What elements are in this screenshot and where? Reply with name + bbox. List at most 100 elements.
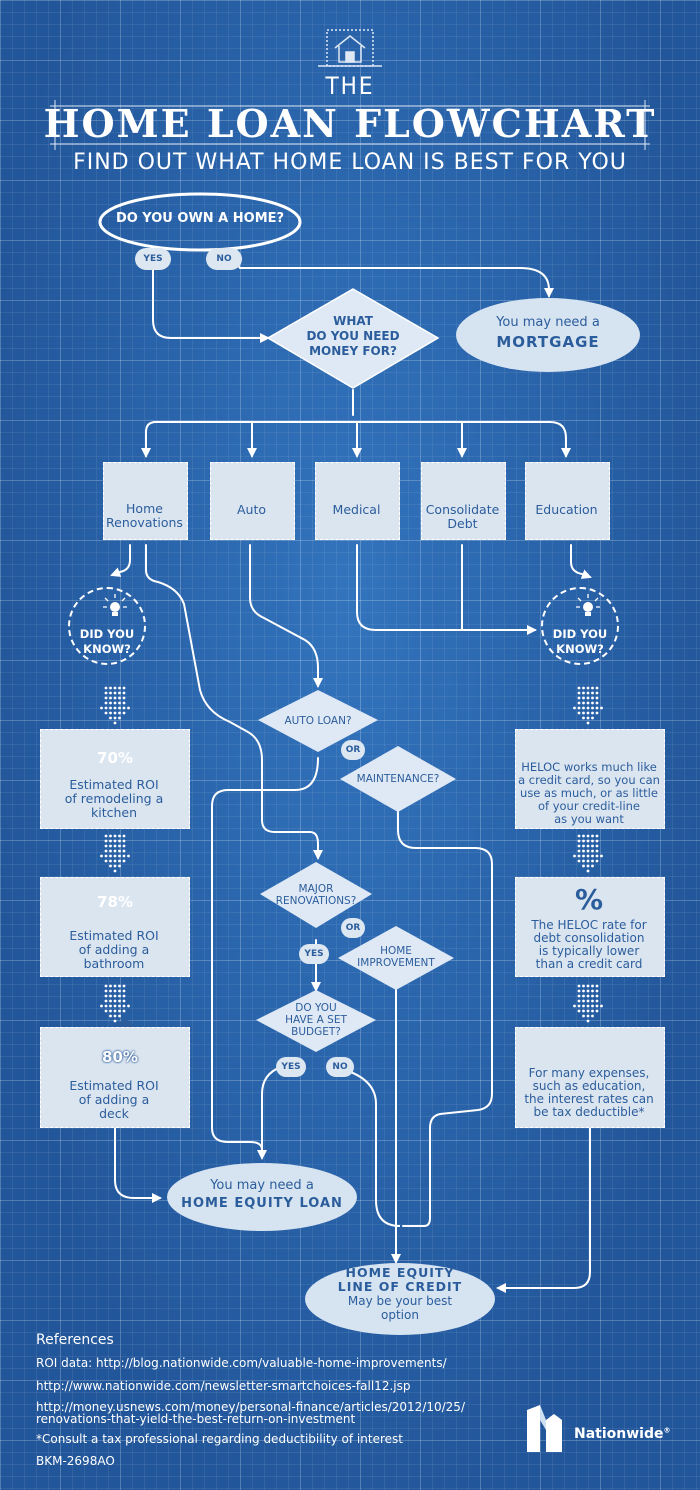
mortgage-line2: MORTGAGE [496, 333, 600, 351]
dotted-down-arrow [573, 834, 603, 873]
reference-usnews-1: http://money.usnews.com/money/personal-f… [36, 1400, 465, 1414]
budget-line3: BUDGET? [291, 1026, 341, 1038]
category-auto [210, 462, 295, 540]
fact-kitchen-line2: of remodeling a [64, 791, 164, 806]
category-consolidate-label2: Debt [447, 516, 478, 531]
major-ren-line1: MAJOR [298, 883, 334, 895]
home-imp-line1: HOME [380, 945, 412, 957]
money-for-diamond [266, 288, 440, 389]
fact-bathroom [40, 877, 190, 977]
no-pill-own-home: NO [206, 248, 242, 270]
category-medical-label: Medical [332, 502, 381, 517]
did-you-know-left-text: DID YOU KNOW? [68, 627, 146, 657]
yes-pill-budget: YES [276, 1057, 306, 1077]
fact-card-line5: as you want [554, 812, 624, 826]
own-home-question: DO YOU OWN A HOME? [115, 211, 285, 226]
hel-line1: You may need a [210, 1178, 314, 1193]
fact-tax-line1: For many expenses, [528, 1066, 650, 1080]
heloc-line4: option [381, 1308, 419, 1322]
fact-kitchen-text: Estimated ROI of remodeling a kitchen [40, 778, 188, 820]
home-equity-loan-text: You may need a HOME EQUITY LOAN [167, 1178, 357, 1211]
category-home-renovations-label: Home Renovations [100, 502, 189, 530]
category-education [525, 462, 610, 540]
category-home-label2: Renovations [106, 515, 183, 530]
fact-card-line3: use as much, or as little [520, 786, 658, 800]
budget-line2: HAVE A SET [285, 1014, 347, 1026]
fact-deck-value: 80% [102, 1048, 138, 1066]
mortgage-line1: You may need a [496, 315, 600, 330]
no-pill-budget: NO [326, 1057, 354, 1077]
brand-mark: ® [663, 1426, 671, 1435]
money-for-line2: DO YOU NEED [306, 329, 400, 343]
fact-card-line1: HELOC works much like [521, 760, 657, 774]
brand-name: Nationwide® [574, 1426, 671, 1442]
fact-bathroom-line3: bathroom [83, 956, 145, 971]
or-pill-2: OR [341, 918, 365, 938]
major-ren-line2: RENOVATIONS? [275, 895, 357, 907]
fact-tax-line3: the interest rates can [524, 1092, 654, 1106]
auto-loan-diamond [258, 690, 378, 752]
heloc-outcome [305, 1263, 495, 1335]
fact-bathroom-line1: Estimated ROI [69, 928, 159, 943]
fact-heloc-credit-card-text: HELOC works much like a credit card, so … [512, 761, 666, 826]
fact-card-line2: a credit card, so you can [518, 773, 660, 787]
category-medical [315, 462, 400, 540]
category-home-renovations [103, 462, 188, 540]
home-equity-loan-outcome [167, 1163, 357, 1231]
heloc-line2: LINE OF CREDIT [337, 1279, 463, 1294]
hel-line2: HOME EQUITY LOAN [181, 1196, 343, 1211]
fact-heloc-rate-text: The HELOC rate for debt consolidation is… [515, 919, 663, 971]
home-improvement-question: HOME IMPROVEMENT [346, 945, 446, 969]
maintenance-diamond [340, 746, 456, 812]
fact-tax-deductible-text: For many expenses, such as education, th… [512, 1067, 666, 1119]
money-for-question: WHAT DO YOU NEED MONEY FOR? [298, 314, 408, 359]
percent-icon: % [574, 883, 604, 916]
page-subtitle: FIND OUT WHAT HOME LOAN IS BEST FOR YOU [73, 150, 627, 175]
major-renovations-question: MAJOR RENOVATIONS? [266, 883, 366, 907]
set-budget-diamond [256, 990, 376, 1052]
heloc-line1: HOME EQUITY [345, 1265, 455, 1280]
category-consolidate-debt [421, 462, 506, 540]
major-renovations-diamond [260, 862, 372, 928]
category-education-label: Education [535, 502, 598, 517]
dotted-down-arrow [100, 984, 130, 1023]
dyk-left-line2: KNOW? [83, 642, 131, 656]
dotted-down-arrow [573, 984, 603, 1023]
yes-pill-own-home: YES [135, 248, 171, 270]
home-imp-line2: IMPROVEMENT [357, 957, 435, 969]
budget-line1: DO YOU [295, 1002, 337, 1014]
connector-lines [110, 261, 592, 1293]
or-pill-1: OR [341, 740, 365, 760]
fact-heloc-rate [515, 877, 665, 977]
set-budget-question: DO YOU HAVE A SET BUDGET? [266, 1002, 366, 1038]
fact-deck-line1: Estimated ROI [69, 1078, 159, 1093]
house-logo-icon [318, 29, 382, 67]
fact-deck-text: Estimated ROI of adding a deck [40, 1079, 188, 1121]
category-consolidate-label: Consolidate Debt [418, 503, 507, 531]
category-auto-label: Auto [236, 502, 267, 517]
fact-rate-line3: is typically lower [538, 944, 640, 958]
fact-deck-line3: deck [99, 1106, 129, 1121]
fact-bathroom-text: Estimated ROI of adding a bathroom [40, 929, 188, 971]
dotted-down-arrow [100, 686, 130, 725]
dotted-down-arrow [100, 834, 130, 873]
did-you-know-right-text: DID YOU KNOW? [541, 627, 619, 657]
fact-card-line4: of your credit-line [537, 799, 641, 813]
mortgage-outcome-text: You may need a MORTGAGE [456, 315, 640, 351]
money-for-line3: MONEY FOR? [309, 344, 397, 358]
money-for-line1: WHAT [333, 314, 373, 328]
fact-heloc-credit-card [515, 729, 665, 829]
fact-kitchen-line1: Estimated ROI [69, 777, 159, 792]
fact-kitchen [40, 729, 190, 829]
brand-name-text: Nationwide [574, 1426, 664, 1442]
fact-rate-line4: than a credit card [535, 957, 643, 971]
references-heading: References [36, 1332, 114, 1348]
fact-bathroom-line2: of adding a [78, 942, 150, 957]
fact-tax-line4: be tax deductible* [533, 1105, 645, 1119]
fact-deck-line2: of adding a [78, 1092, 150, 1107]
own-home-question-shape [98, 192, 302, 252]
mortgage-outcome [456, 298, 640, 372]
did-you-know-left [68, 587, 146, 665]
heloc-outcome-text: HOME EQUITY LINE OF CREDIT May be your b… [305, 1265, 495, 1323]
header-the: THE [325, 72, 375, 100]
